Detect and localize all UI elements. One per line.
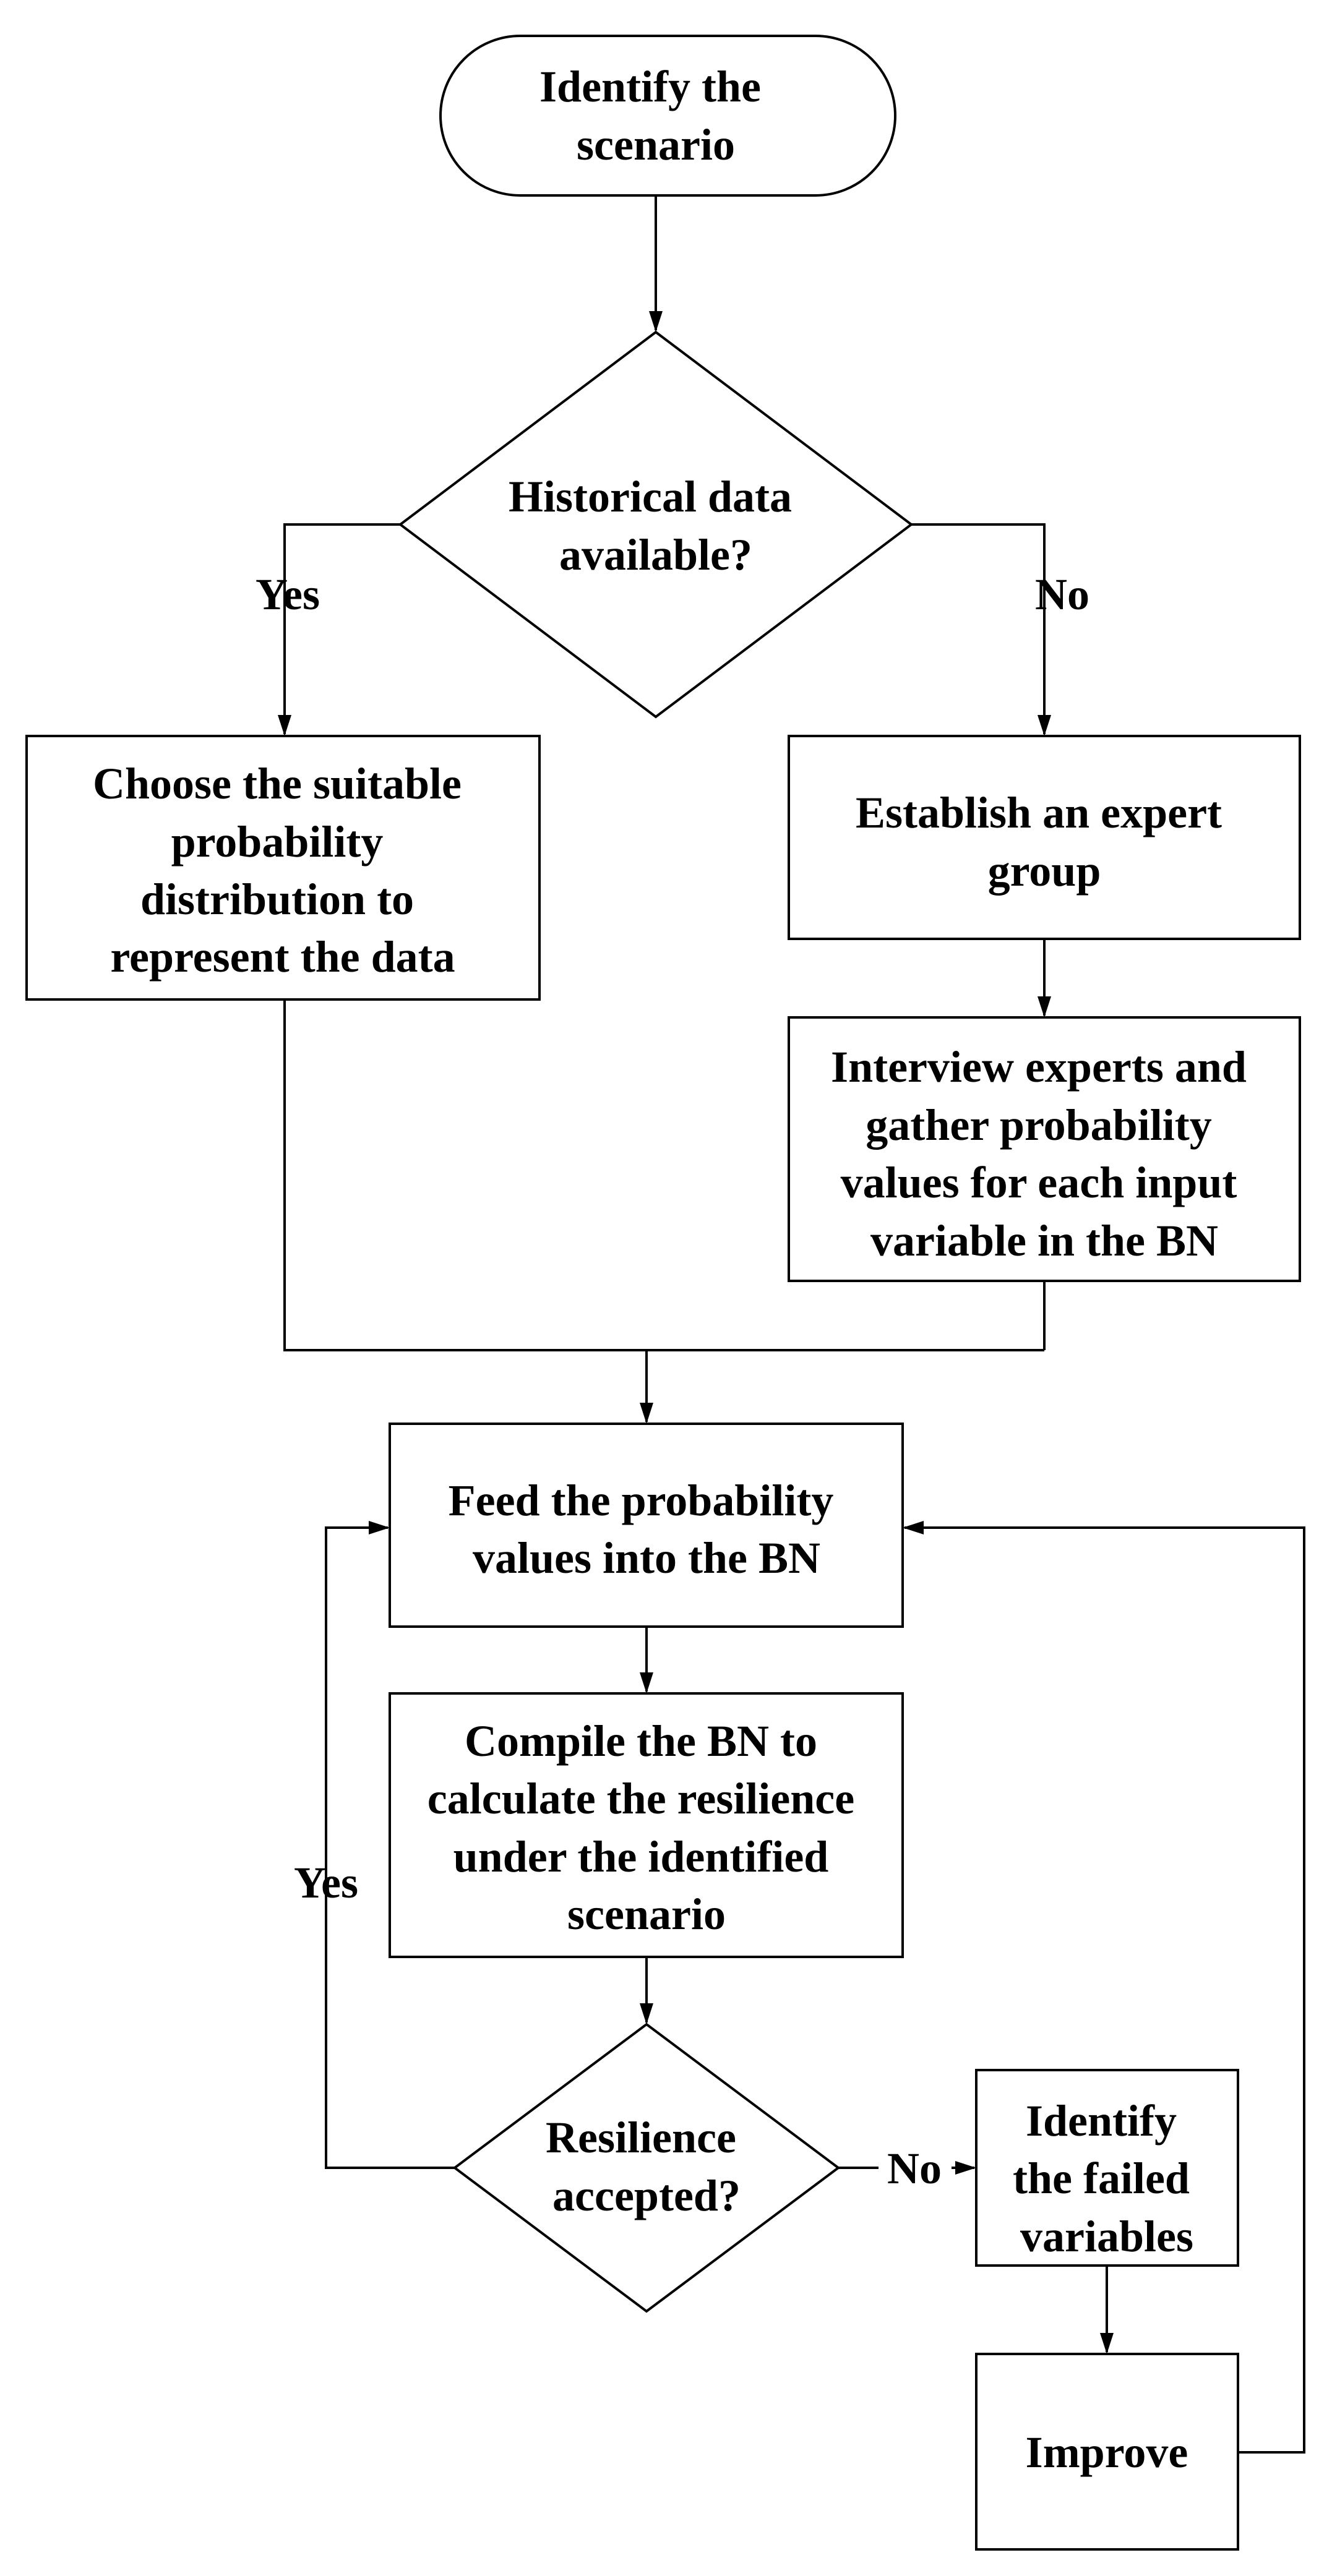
- arrowhead: [1038, 715, 1051, 736]
- start-terminal: [439, 35, 896, 197]
- historical-data-label: Historical data available?: [509, 472, 803, 580]
- historical-data-decision: [398, 330, 914, 719]
- edge-label-resilience-yes: Yes: [294, 1858, 358, 1907]
- start-label: Identify the scenario: [539, 62, 772, 169]
- choose-distribution-label: Choose the suitable probability distribu…: [93, 759, 473, 982]
- arrowhead: [369, 1521, 390, 1534]
- interview-box: [788, 1016, 1301, 1282]
- choose-distribution-box: [25, 735, 541, 1001]
- expert-group-label: Establish an expert group: [856, 788, 1233, 896]
- arrowhead: [1100, 2333, 1114, 2354]
- arrowhead: [955, 2161, 976, 2175]
- merge-choose-line: [283, 999, 1044, 1351]
- feed-label: Feed the probability values into the BN: [449, 1476, 845, 1583]
- arrowhead: [1038, 996, 1051, 1017]
- arrow-resilience-yes: [325, 1526, 455, 2169]
- compile-box: [389, 1692, 904, 1958]
- identify-failed-box: [975, 2069, 1239, 2267]
- arrow-improve-loop: [904, 1526, 1305, 2454]
- arrowhead: [649, 311, 663, 332]
- compile-label: Compile the BN to calculate the resilien…: [428, 1716, 866, 1939]
- arrow-decision-no: [911, 523, 1046, 734]
- edge-label-resilience-no: No: [887, 2144, 942, 2193]
- improve-label: Improve: [1026, 2428, 1188, 2477]
- edge-label-data-yes: Yes: [256, 570, 320, 619]
- arrowhead: [640, 1672, 653, 1693]
- resilience-decision: [452, 2022, 841, 2313]
- identify-failed-label: Identify the failed variables: [1013, 2096, 1201, 2261]
- arrowhead: [278, 715, 291, 736]
- feed-box: [389, 1423, 904, 1628]
- interview-label: Interview experts and gather probability…: [831, 1042, 1258, 1265]
- resilience-label: Resilience accepted?: [546, 2113, 747, 2220]
- arrowhead: [640, 1403, 653, 1424]
- expert-group-box: [788, 735, 1301, 940]
- edge-label-data-no: No: [1035, 570, 1089, 619]
- improve-box: [975, 2353, 1239, 2551]
- arrow-decision-yes: [283, 523, 400, 734]
- arrowhead: [640, 2003, 653, 2024]
- arrowhead: [903, 1521, 924, 1534]
